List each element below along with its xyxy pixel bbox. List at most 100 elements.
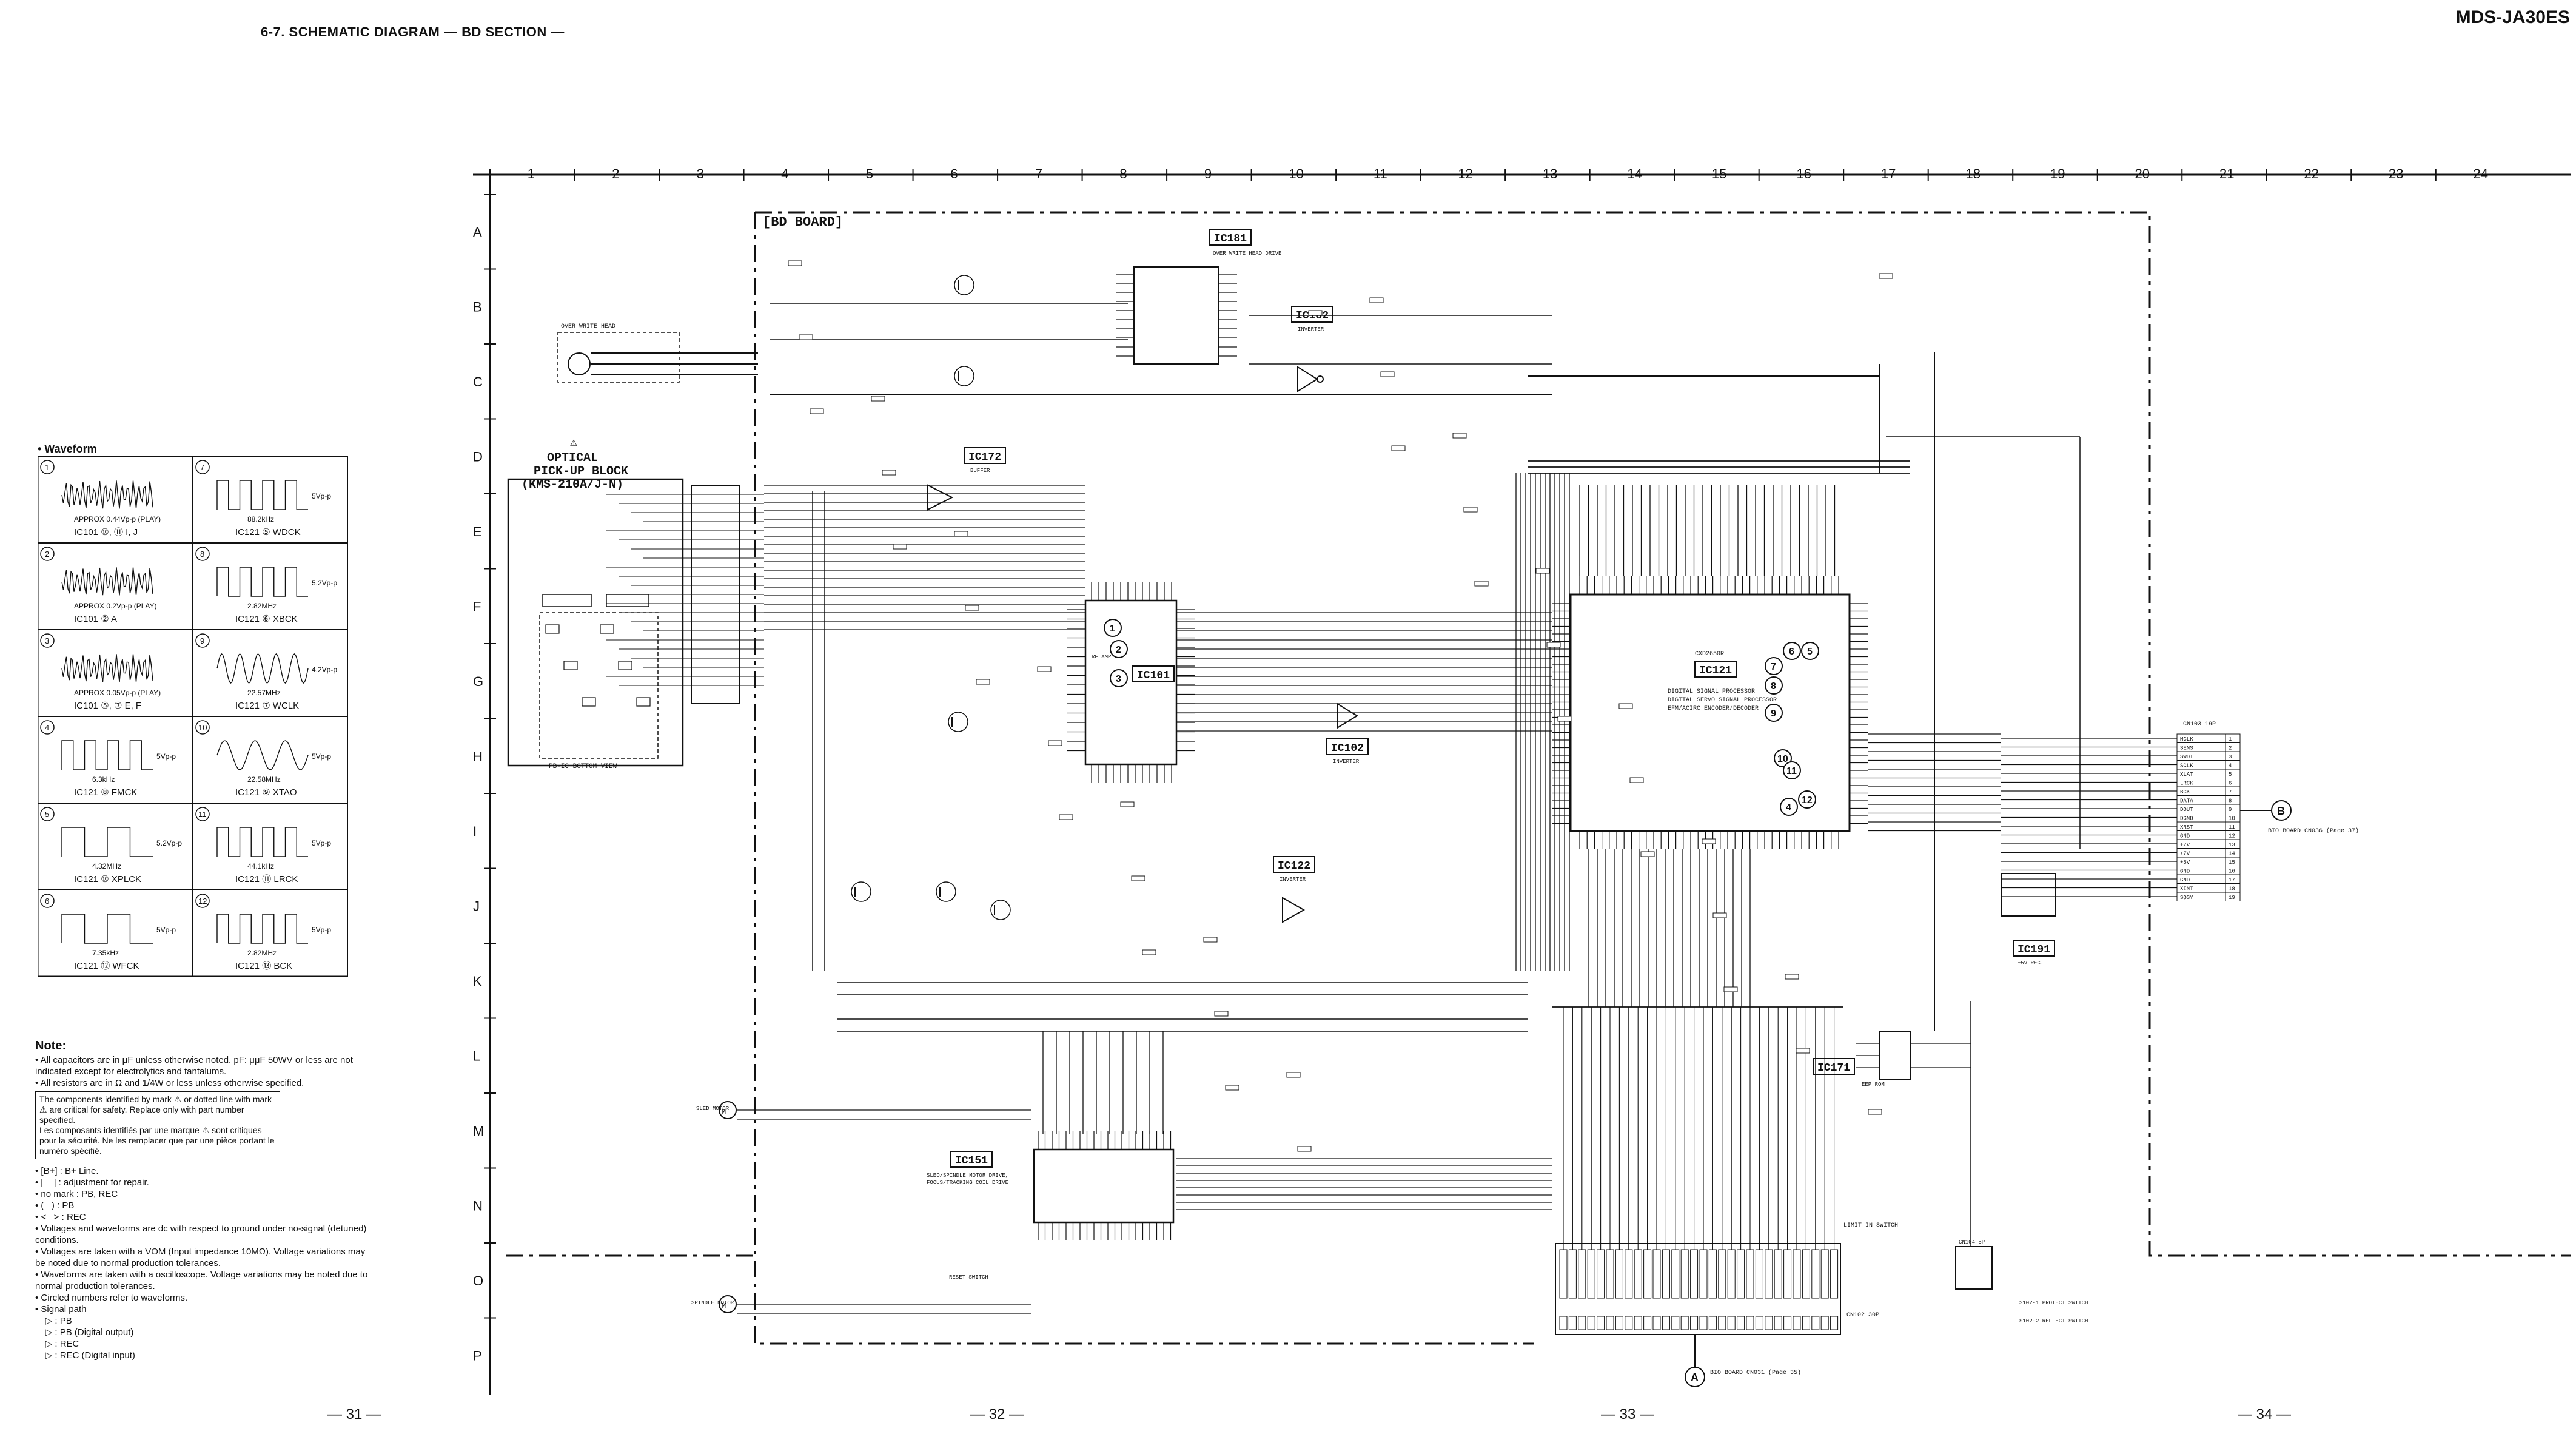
reset-switch-label: RESET SWITCH	[949, 1274, 988, 1281]
ic191-desc: +5V REG.	[2018, 960, 2044, 966]
waveform-frequency: 44.1kHz	[247, 862, 274, 870]
ic151-label: IC151	[955, 1155, 988, 1167]
connector-cn104: CN104 5P	[1955, 1239, 1993, 1290]
ic101-rf-amp: IC101 RF AMP	[1067, 582, 1195, 783]
cn103-pin-number: 12	[2229, 833, 2235, 840]
ic101-desc: RF AMP	[1092, 654, 1111, 660]
cn103-signal: BCK	[2180, 789, 2190, 795]
cn103-pin-number: 5	[2229, 772, 2232, 778]
page-number-33: — 33 —	[1601, 1406, 1655, 1422]
page-number-31: — 31 —	[327, 1406, 381, 1422]
note-item: ▷ : PB	[35, 1316, 72, 1326]
grid-row-K: K	[473, 974, 482, 989]
section-title: 6-7. SCHEMATIC DIAGRAM — BD SECTION —	[261, 24, 565, 39]
waveform-amplitude: 5.2Vp-p	[312, 579, 337, 587]
grid-col-4: 4	[781, 166, 788, 181]
cn103-pin-number: 19	[2229, 895, 2235, 901]
waveform-ref: IC121 ⑥ XBCK	[235, 614, 298, 624]
waveform-marker-11: 11	[1786, 766, 1797, 776]
grid-row-C: C	[473, 374, 483, 389]
safety-note-box: The components identified by mark ⚠ or d…	[35, 1091, 280, 1159]
cn103-signal: GND	[2180, 877, 2190, 883]
waveform-ref: IC121 ⑧ FMCK	[74, 787, 137, 798]
grid-col-9: 9	[1204, 166, 1212, 181]
notes-block: Note: • All capacitors are in μF unless …	[35, 1040, 375, 1361]
grid-col-1: 1	[528, 166, 535, 181]
waveform-marker-8: 8	[1771, 681, 1776, 692]
note-item: • Waveforms are taken with a oscilloscop…	[35, 1270, 371, 1291]
cn103-signal: SCLK	[2180, 763, 2193, 769]
waveform-number: 12	[198, 897, 207, 906]
note-item: • ( ) : PB	[35, 1200, 75, 1211]
waveform-amplitude: 5Vp-p	[312, 752, 331, 761]
cn103-pin-number: 13	[2229, 842, 2235, 848]
bd-board-outline: [BD BOARD]	[506, 211, 2571, 1345]
connector-b-marker: B	[2277, 805, 2285, 817]
cn103-label: CN103 19P	[2183, 721, 2216, 728]
ic102-desc: INVERTER	[1333, 759, 1360, 765]
cn102-label: CN102 30P	[1846, 1312, 1879, 1319]
waveform-ref: IC121 ⑪ LRCK	[235, 874, 298, 884]
waveform-number: 3	[45, 636, 49, 645]
grid-row-M: M	[473, 1123, 484, 1139]
cn103-pin-number: 18	[2229, 886, 2235, 892]
waveform-number: 4	[45, 723, 49, 732]
cn103-pin-number: 7	[2229, 789, 2232, 795]
waveform-marker-6: 6	[1789, 647, 1794, 657]
waveform-frequency: 2.82MHz	[247, 602, 277, 610]
note-item: • no mark : PB, REC	[35, 1189, 118, 1199]
connector-a-marker: A	[1691, 1372, 1699, 1384]
optical-subtitle: PICK-UP BLOCK	[534, 465, 628, 479]
ic121-part: CXD2650R	[1695, 651, 1724, 658]
ic121-desc-1: DIGITAL SIGNAL PROCESSOR	[1668, 688, 1755, 695]
waveform-frequency: 22.57MHz	[247, 688, 281, 697]
bd-board-label: [BD BOARD]	[763, 215, 843, 230]
waveform-ref: IC121 ⑦ WCLK	[235, 701, 299, 711]
grid-row-A: A	[473, 224, 482, 240]
waveform-marker-7: 7	[1771, 662, 1776, 672]
cn103-signal: DGND	[2180, 816, 2193, 822]
cn103-pin-number: 4	[2229, 763, 2232, 769]
ic121-label: IC121	[1699, 665, 1732, 677]
cn103-signal: GND	[2180, 869, 2190, 875]
ic181-head-drive: IC181 OVER WRITE HEAD DRIVE	[1116, 229, 1281, 365]
waveform-amplitude: 5Vp-p	[312, 839, 331, 847]
waveform-ref: IC101 ⑤, ⑦ E, F	[74, 701, 141, 711]
ic122-desc: INVERTER	[1280, 877, 1306, 883]
cn103-signal: XINT	[2180, 886, 2193, 892]
ic121-dsp: IC121 CXD2650R DIGITAL SIGNAL PROCESSOR …	[1552, 576, 1868, 849]
cn103-signal: SWDT	[2180, 754, 2193, 760]
cn103-pin-number: 17	[2229, 877, 2235, 883]
note-item: • [ ] : adjustment for repair.	[35, 1177, 149, 1188]
connector-cn102: CN102 30P A BIO BOARD CN031 (Page 35)	[1555, 1007, 1879, 1387]
optical-model: (KMS-210A/J-N)	[522, 478, 623, 492]
grid-col-2: 2	[612, 166, 619, 181]
waveform-ref: IC121 ⑫ WFCK	[74, 961, 139, 971]
waveform-marker-4: 4	[1786, 803, 1791, 813]
ic151-motor-drive: IC151 SLED/SPINDLE MOTOR DRIVE, FOCUS/TR…	[927, 1131, 1175, 1240]
ic181-label: IC181	[1214, 233, 1247, 245]
limit-switch-label: LIMIT IN SWITCH	[1843, 1222, 1898, 1229]
over-write-head-label: OVER WRITE HEAD	[561, 323, 615, 330]
ic171-eeprom: IC171 EEP ROM	[1813, 1031, 1911, 1088]
waveform-marker-9: 9	[1771, 709, 1776, 719]
sled-motor: M SLED MOTOR	[696, 1101, 737, 1119]
grid-col-12: 12	[1458, 166, 1472, 181]
note-item: ▷ : PB (Digital output)	[35, 1327, 134, 1338]
waveform-frequency: 7.35kHz	[92, 949, 119, 957]
svg-text:M: M	[722, 1302, 726, 1310]
cn103-pin-number: 14	[2229, 851, 2235, 857]
pb-ic-view-label: PB-IC BOTTOM VIEW	[549, 763, 617, 770]
note-item: • Circled numbers refer to waveforms.	[35, 1293, 188, 1303]
waveform-number: 6	[45, 897, 49, 906]
waveform-number: 2	[45, 550, 49, 559]
grid-col-24: 24	[2474, 166, 2488, 181]
over-write-head: OVER WRITE HEAD	[557, 323, 758, 383]
cn103-pin-number: 10	[2229, 816, 2235, 822]
